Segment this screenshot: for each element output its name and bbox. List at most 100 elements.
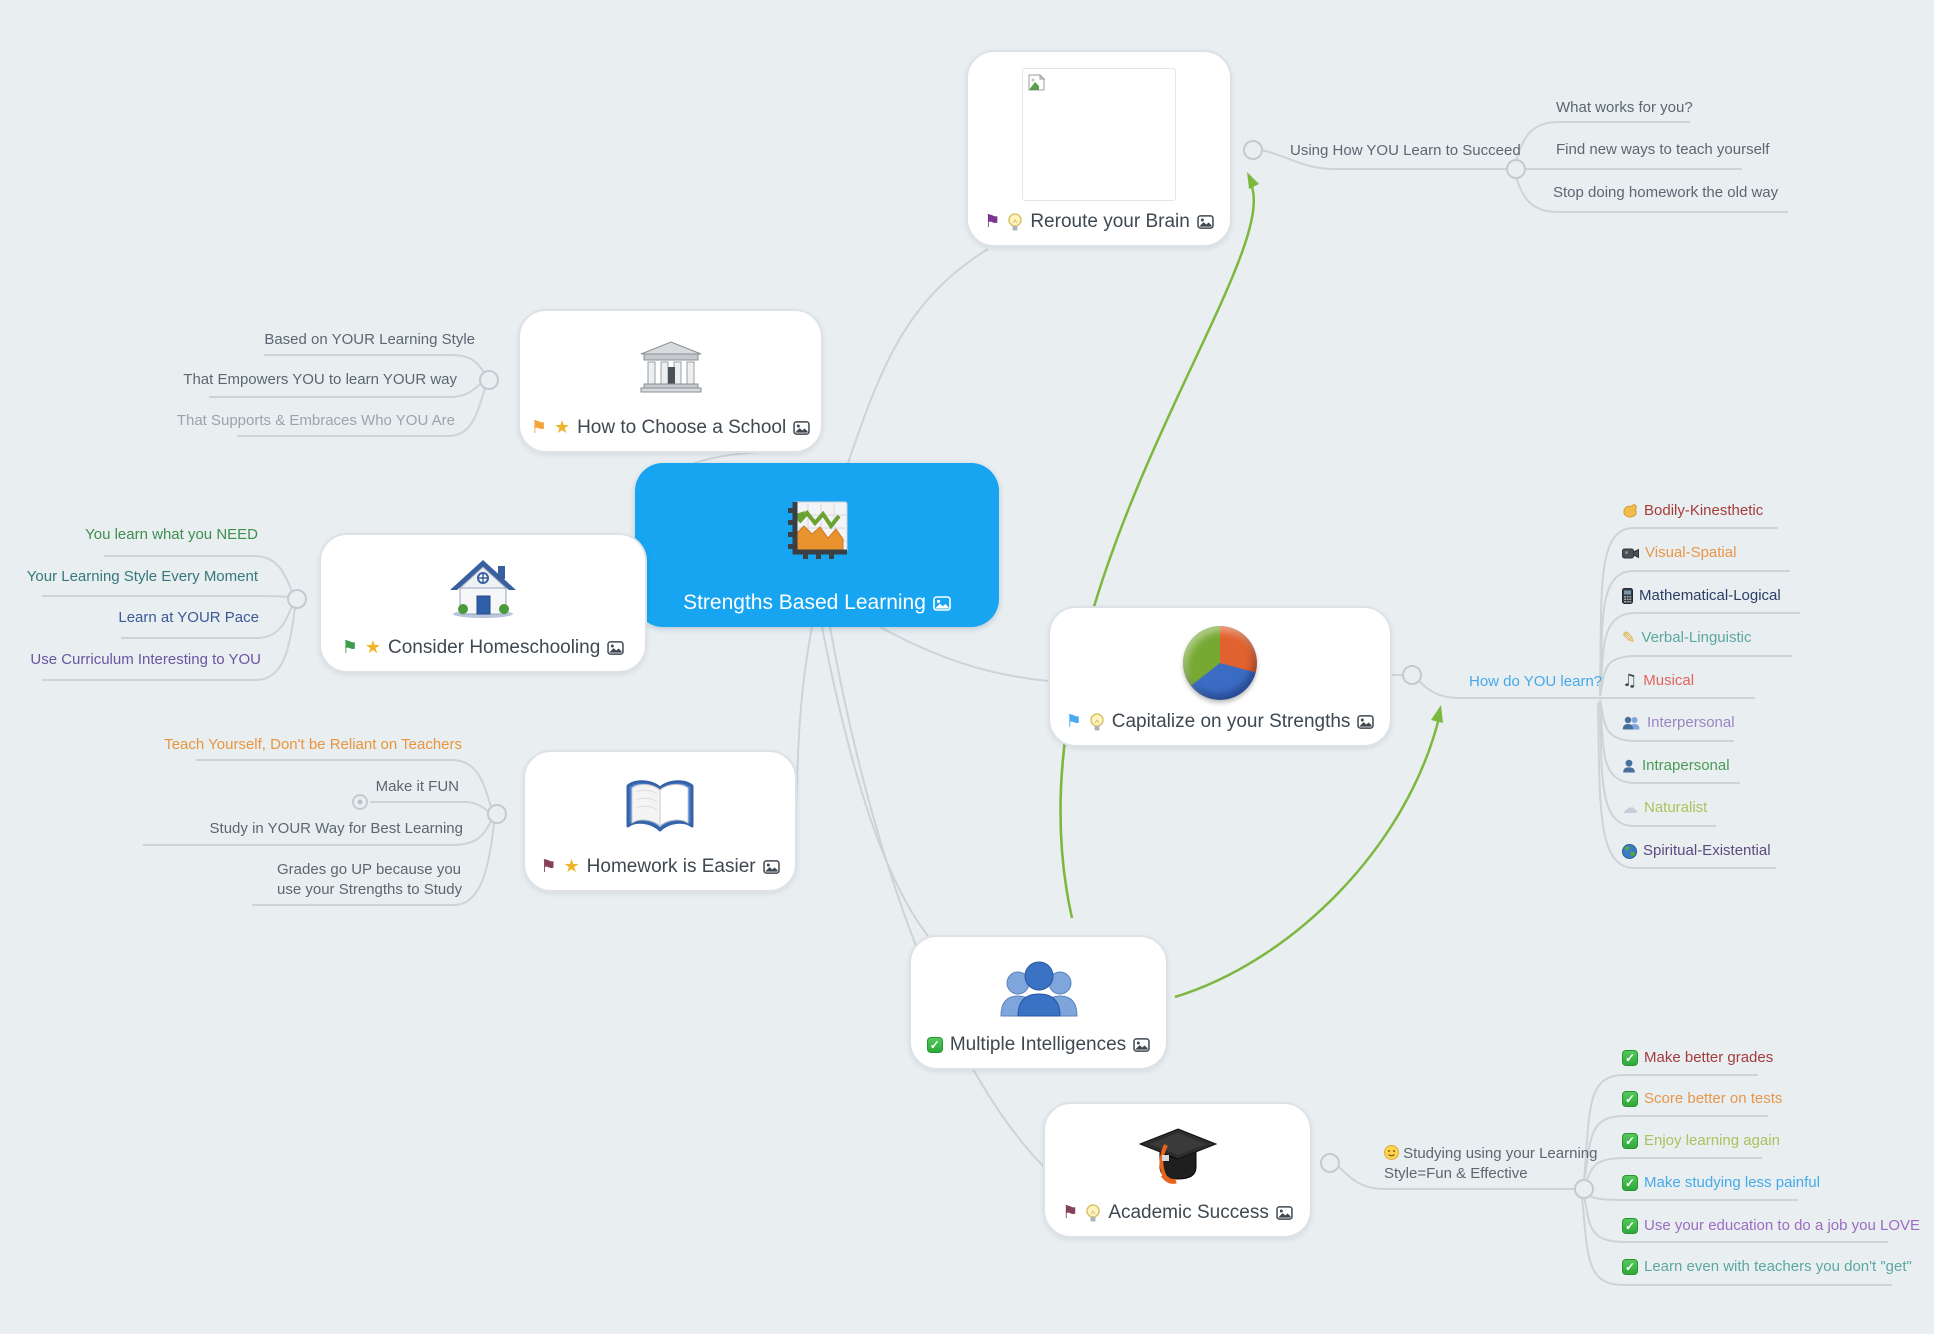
leaf-how-do-you-learn[interactable]: How do YOU learn? <box>1469 673 1603 690</box>
leaf-study-your-way[interactable]: Study in YOUR Way for Best Learning <box>209 820 463 837</box>
leaf-musical[interactable]: ♫ Musical <box>1622 671 1694 691</box>
leaf-label: Use your education to do a job you LOVE <box>1644 1217 1921 1234</box>
checkbox-icon: ✓ <box>926 1037 943 1053</box>
graduation-cap-icon <box>1136 1116 1220 1196</box>
connector-central-capitalize <box>879 626 1049 682</box>
expand-circle-capitalize[interactable] <box>1402 665 1422 685</box>
expand-circle-reroute[interactable] <box>1243 140 1263 160</box>
leaf-label: Visual-Spatial <box>1645 544 1737 561</box>
leaf-score-better[interactable]: ✓ Score better on tests <box>1622 1089 1782 1109</box>
branch-label: How to Choose a School <box>577 417 787 438</box>
people-group-icon <box>993 949 1085 1028</box>
image-icon[interactable] <box>933 595 951 611</box>
connector-central-reroute <box>847 248 989 464</box>
relationship-arrow-intelligences-to-how-you-learn[interactable] <box>1174 713 1442 999</box>
image-icon[interactable] <box>1357 715 1375 729</box>
leaf-style-every-moment[interactable]: Your Learning Style Every Moment <box>26 568 258 585</box>
image-icon[interactable] <box>762 860 780 874</box>
star-icon: ★ <box>553 417 571 438</box>
leaf-label: Musical <box>1643 672 1695 689</box>
leaf-label: Naturalist <box>1644 799 1708 816</box>
leaf-interpersonal[interactable]: Interpersonal <box>1622 713 1735 733</box>
leaf-learn-at-your-pace[interactable]: Learn at YOUR Pace <box>118 609 259 626</box>
leaf-empowers-you[interactable]: That Empowers YOU to learn YOUR way <box>183 371 457 388</box>
smiley-icon <box>1384 1145 1399 1160</box>
flag-icon: ⚑ <box>984 211 1001 232</box>
leaf-spiritual-existential[interactable]: Spiritual-Existential <box>1622 841 1771 861</box>
branch-label: Reroute your Brain <box>1030 211 1190 232</box>
image-icon[interactable] <box>1197 215 1214 229</box>
person-icon <box>1622 759 1636 773</box>
leaf-label: Bodily-Kinesthetic <box>1644 502 1764 519</box>
leaf-job-you-love[interactable]: ✓ Use your education to do a job you LOV… <box>1622 1216 1920 1236</box>
node-multiple-intelligences[interactable]: ✓ Multiple Intelligences <box>909 935 1168 1070</box>
leaf-intrapersonal[interactable]: Intrapersonal <box>1622 756 1730 776</box>
leaf-label: Intrapersonal <box>1642 757 1730 774</box>
leaf-based-on-style[interactable]: Based on YOUR Learning Style <box>264 331 475 348</box>
node-homework-is-easier[interactable]: ⚑ ★ Homework is Easier <box>523 750 797 892</box>
node-reroute-your-brain[interactable]: ⚑ Reroute your Brain <box>966 50 1232 247</box>
star-icon: ★ <box>364 637 381 658</box>
node-capitalize-on-your-strengths[interactable]: ⚑ Capitalize on your Strengths <box>1048 606 1392 747</box>
leaf-visual-spatial[interactable]: Visual-Spatial <box>1622 543 1736 563</box>
leaf-mathematical-logical[interactable]: Mathematical-Logical <box>1622 586 1781 606</box>
pie-chart-icon <box>1183 620 1257 705</box>
leaf-curriculum-interesting[interactable]: Use Curriculum Interesting to YOU <box>30 651 261 668</box>
branch-label: Capitalize on your Strengths <box>1111 711 1351 732</box>
junction-circle-studying[interactable] <box>1574 1179 1594 1199</box>
image-icon[interactable] <box>793 421 810 435</box>
leaf-label: Learn even with teachers you don't "get" <box>1644 1258 1912 1275</box>
leaf-verbal-linguistic[interactable]: ✎ Verbal-Linguistic <box>1622 628 1751 648</box>
leaf-label: Score better on tests <box>1644 1090 1783 1107</box>
relationship-arrow-intelligences-to-reroute[interactable] <box>1059 181 1256 919</box>
leaf-make-it-fun[interactable]: Make it FUN <box>375 778 459 795</box>
checkbox-icon: ✓ <box>1622 1091 1638 1107</box>
leaf-studying-fun-effective[interactable]: Studying using your Learning Style=Fun &… <box>1384 1144 1599 1184</box>
pencil-icon: ✎ <box>1622 628 1636 647</box>
root-label: Strengths Based Learning <box>683 591 926 614</box>
cloud-icon: ☁ <box>1622 798 1638 817</box>
image-icon[interactable] <box>1133 1038 1150 1052</box>
leaf-studying-less-painful[interactable]: ✓ Make studying less painful <box>1622 1173 1820 1193</box>
leaf-label: Mathematical-Logical <box>1639 587 1781 604</box>
checkbox-icon: ✓ <box>1622 1050 1638 1066</box>
checkbox-icon: ✓ <box>1622 1175 1638 1191</box>
leaf-supports-embraces[interactable]: That Supports & Embraces Who YOU Are <box>176 412 455 429</box>
junction-circle-using[interactable] <box>1506 159 1526 179</box>
leaf-stop-old-homework[interactable]: Stop doing homework the old way <box>1553 184 1779 201</box>
leaf-find-new-ways[interactable]: Find new ways to teach yourself <box>1556 141 1770 158</box>
node-root[interactable]: Strengths Based Learning <box>635 463 999 627</box>
arrowhead <box>1431 705 1443 723</box>
leaf-teachers-you-dont-get[interactable]: ✓ Learn even with teachers you don't "ge… <box>1622 1257 1912 1277</box>
leaf-grades-go-up[interactable]: Grades go UP because you use your Streng… <box>277 861 463 898</box>
music-note-icon: ♫ <box>1622 670 1638 691</box>
leaf-teach-yourself[interactable]: Teach Yourself, Don't be Reliant on Teac… <box>164 736 462 753</box>
broken-image-icon <box>1028 73 1046 91</box>
branch-label: Consider Homeschooling <box>388 637 601 658</box>
leaf-label: Enjoy learning again <box>1644 1132 1780 1149</box>
flag-icon: ⚑ <box>1065 711 1082 732</box>
checkbox-icon: ✓ <box>1622 1218 1638 1234</box>
expand-circle-homework[interactable] <box>487 804 507 824</box>
node-academic-success[interactable]: ⚑ Academic Success <box>1043 1102 1312 1238</box>
leaf-bodily-kinesthetic[interactable]: Bodily-Kinesthetic <box>1622 501 1763 521</box>
leaf-using-how-you-learn[interactable]: Using How YOU Learn to Succeed <box>1290 142 1521 159</box>
expand-circle-school[interactable] <box>479 370 499 390</box>
leaf-learn-what-you-need[interactable]: You learn what you NEED <box>85 526 258 543</box>
image-icon[interactable] <box>607 641 624 655</box>
connector-central-academic <box>829 626 1046 1169</box>
leaf-make-better-grades[interactable]: ✓ Make better grades <box>1622 1048 1773 1068</box>
node-consider-homeschooling[interactable]: ⚑ ★ Consider Homeschooling <box>319 533 647 673</box>
leaf-naturalist[interactable]: ☁ Naturalist <box>1622 798 1707 818</box>
expand-circle-academic[interactable] <box>1320 1153 1340 1173</box>
expand-circle-homeschool[interactable] <box>287 589 307 609</box>
image-icon[interactable] <box>1276 1206 1293 1220</box>
leaf-what-works[interactable]: What works for you? <box>1556 99 1693 116</box>
lightbulb-icon <box>1007 212 1023 232</box>
arrowhead <box>1247 172 1259 189</box>
leaf-enjoy-learning[interactable]: ✓ Enjoy learning again <box>1622 1131 1780 1151</box>
lightbulb-icon <box>1085 1203 1101 1223</box>
node-how-to-choose-a-school[interactable]: ⚑ ★ How to Choose a School <box>518 309 823 453</box>
globe-icon <box>1622 843 1637 859</box>
